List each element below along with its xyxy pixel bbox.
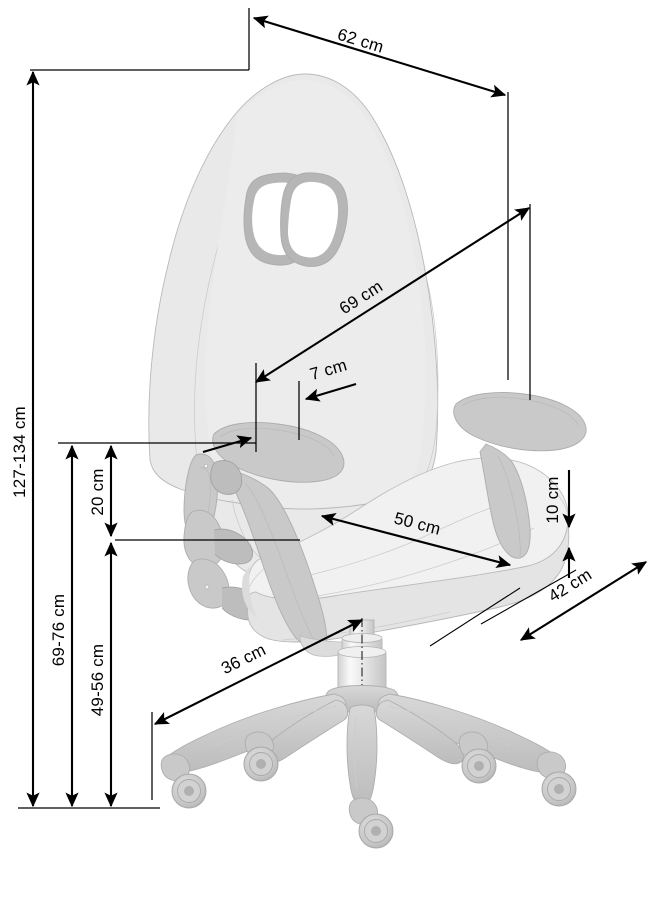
armrest-right bbox=[453, 392, 587, 559]
ext-line-42cm-bottom bbox=[429, 587, 521, 647]
dimension-armrest-top-height: 69-76 cm bbox=[49, 444, 79, 808]
caster bbox=[243, 731, 279, 782]
dim-arrow-62cm bbox=[252, 15, 507, 98]
five-star-base bbox=[160, 685, 577, 849]
dimension-seat-height: 49-56 cm bbox=[88, 541, 118, 808]
dim-label-armrest-height: 20 cm bbox=[88, 468, 107, 515]
dim-label-seat-height: 49-56 cm bbox=[88, 644, 107, 716]
dim-label-total-height: 127-134 cm bbox=[10, 406, 29, 498]
dim-label-armrest-top-height: 69-76 cm bbox=[49, 594, 68, 666]
dim-label-overall-width: 62 cm bbox=[335, 25, 386, 57]
dim-label-seat-thickness: 10 cm bbox=[543, 476, 562, 523]
caster bbox=[160, 753, 207, 809]
dim-arrow-36cm bbox=[153, 619, 364, 725]
dim-label-base-radius: 36 cm bbox=[218, 640, 269, 678]
dimension-total-height: 127-134 cm bbox=[10, 70, 40, 808]
caster bbox=[348, 797, 394, 849]
caster bbox=[536, 751, 577, 807]
dim-arrow-7cm-right bbox=[304, 382, 357, 402]
dimension-armrest-height: 20 cm bbox=[88, 444, 118, 538]
dim-arrow-42cm bbox=[519, 561, 648, 641]
dimension-seat-thickness: 10 cm bbox=[543, 470, 576, 578]
dim-arrow-69cm bbox=[254, 207, 531, 383]
dim-arrow-7cm-left bbox=[202, 435, 253, 454]
dim-arrow-50cm bbox=[320, 512, 512, 569]
chair-illustration bbox=[148, 73, 587, 849]
caster bbox=[458, 731, 497, 784]
